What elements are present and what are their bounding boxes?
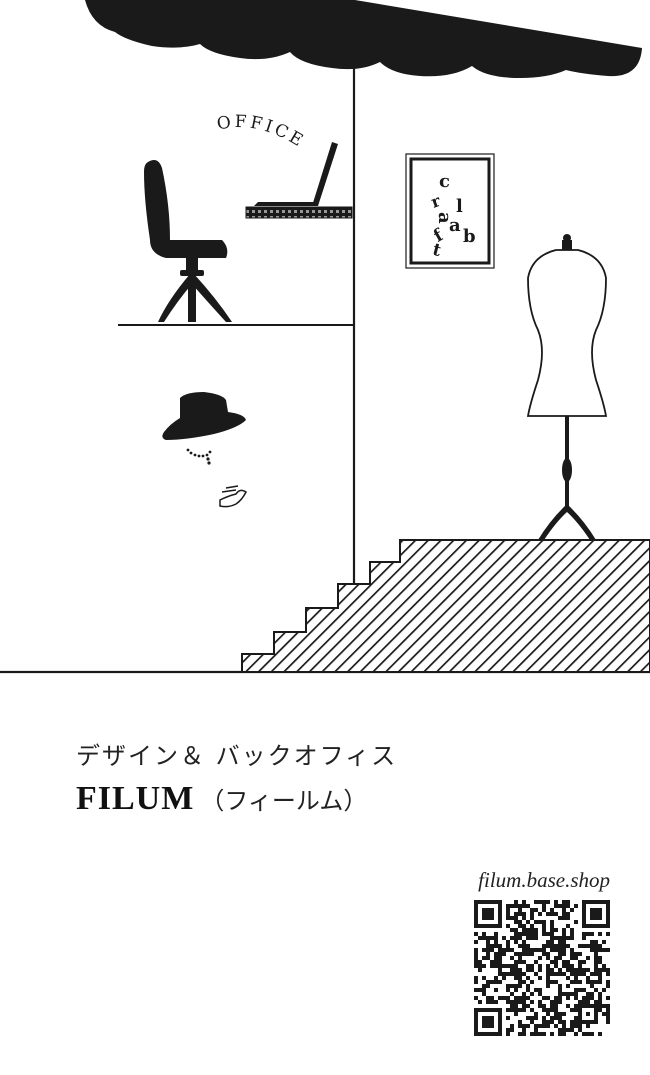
- chair-icon: [144, 160, 232, 322]
- svg-text:c: c: [439, 171, 450, 192]
- office-sign: OFFICE: [215, 112, 308, 152]
- svg-text:a: a: [449, 215, 461, 236]
- svg-text:b: b: [463, 226, 476, 247]
- service-subtitle: デザイン＆ バックオフィス: [76, 742, 398, 770]
- staircase-platform: [241, 539, 650, 673]
- necklace-icon: [186, 448, 212, 465]
- hat-icon: [162, 392, 246, 440]
- brand-title: FILUM（フィールム）: [76, 780, 367, 818]
- craft-lab-frame: c r a f t l a b: [405, 153, 495, 269]
- mannequin-icon: [526, 234, 608, 540]
- glove-icon: [219, 485, 247, 508]
- qr-code-icon[interactable]: [474, 900, 610, 1036]
- shop-url-link[interactable]: filum.base.shop: [478, 868, 610, 892]
- awning: [85, 0, 642, 78]
- svg-text:a: a: [434, 212, 455, 224]
- svg-text:r: r: [428, 191, 443, 212]
- brand-reading: （フィールム）: [200, 787, 368, 815]
- svg-text:l: l: [456, 196, 463, 217]
- shop-illustration: OFFICE c r a f t l a b: [0, 0, 650, 674]
- svg-text:t: t: [430, 240, 443, 261]
- brand-name: FILUM: [76, 780, 195, 817]
- laptop-icon: [245, 142, 353, 219]
